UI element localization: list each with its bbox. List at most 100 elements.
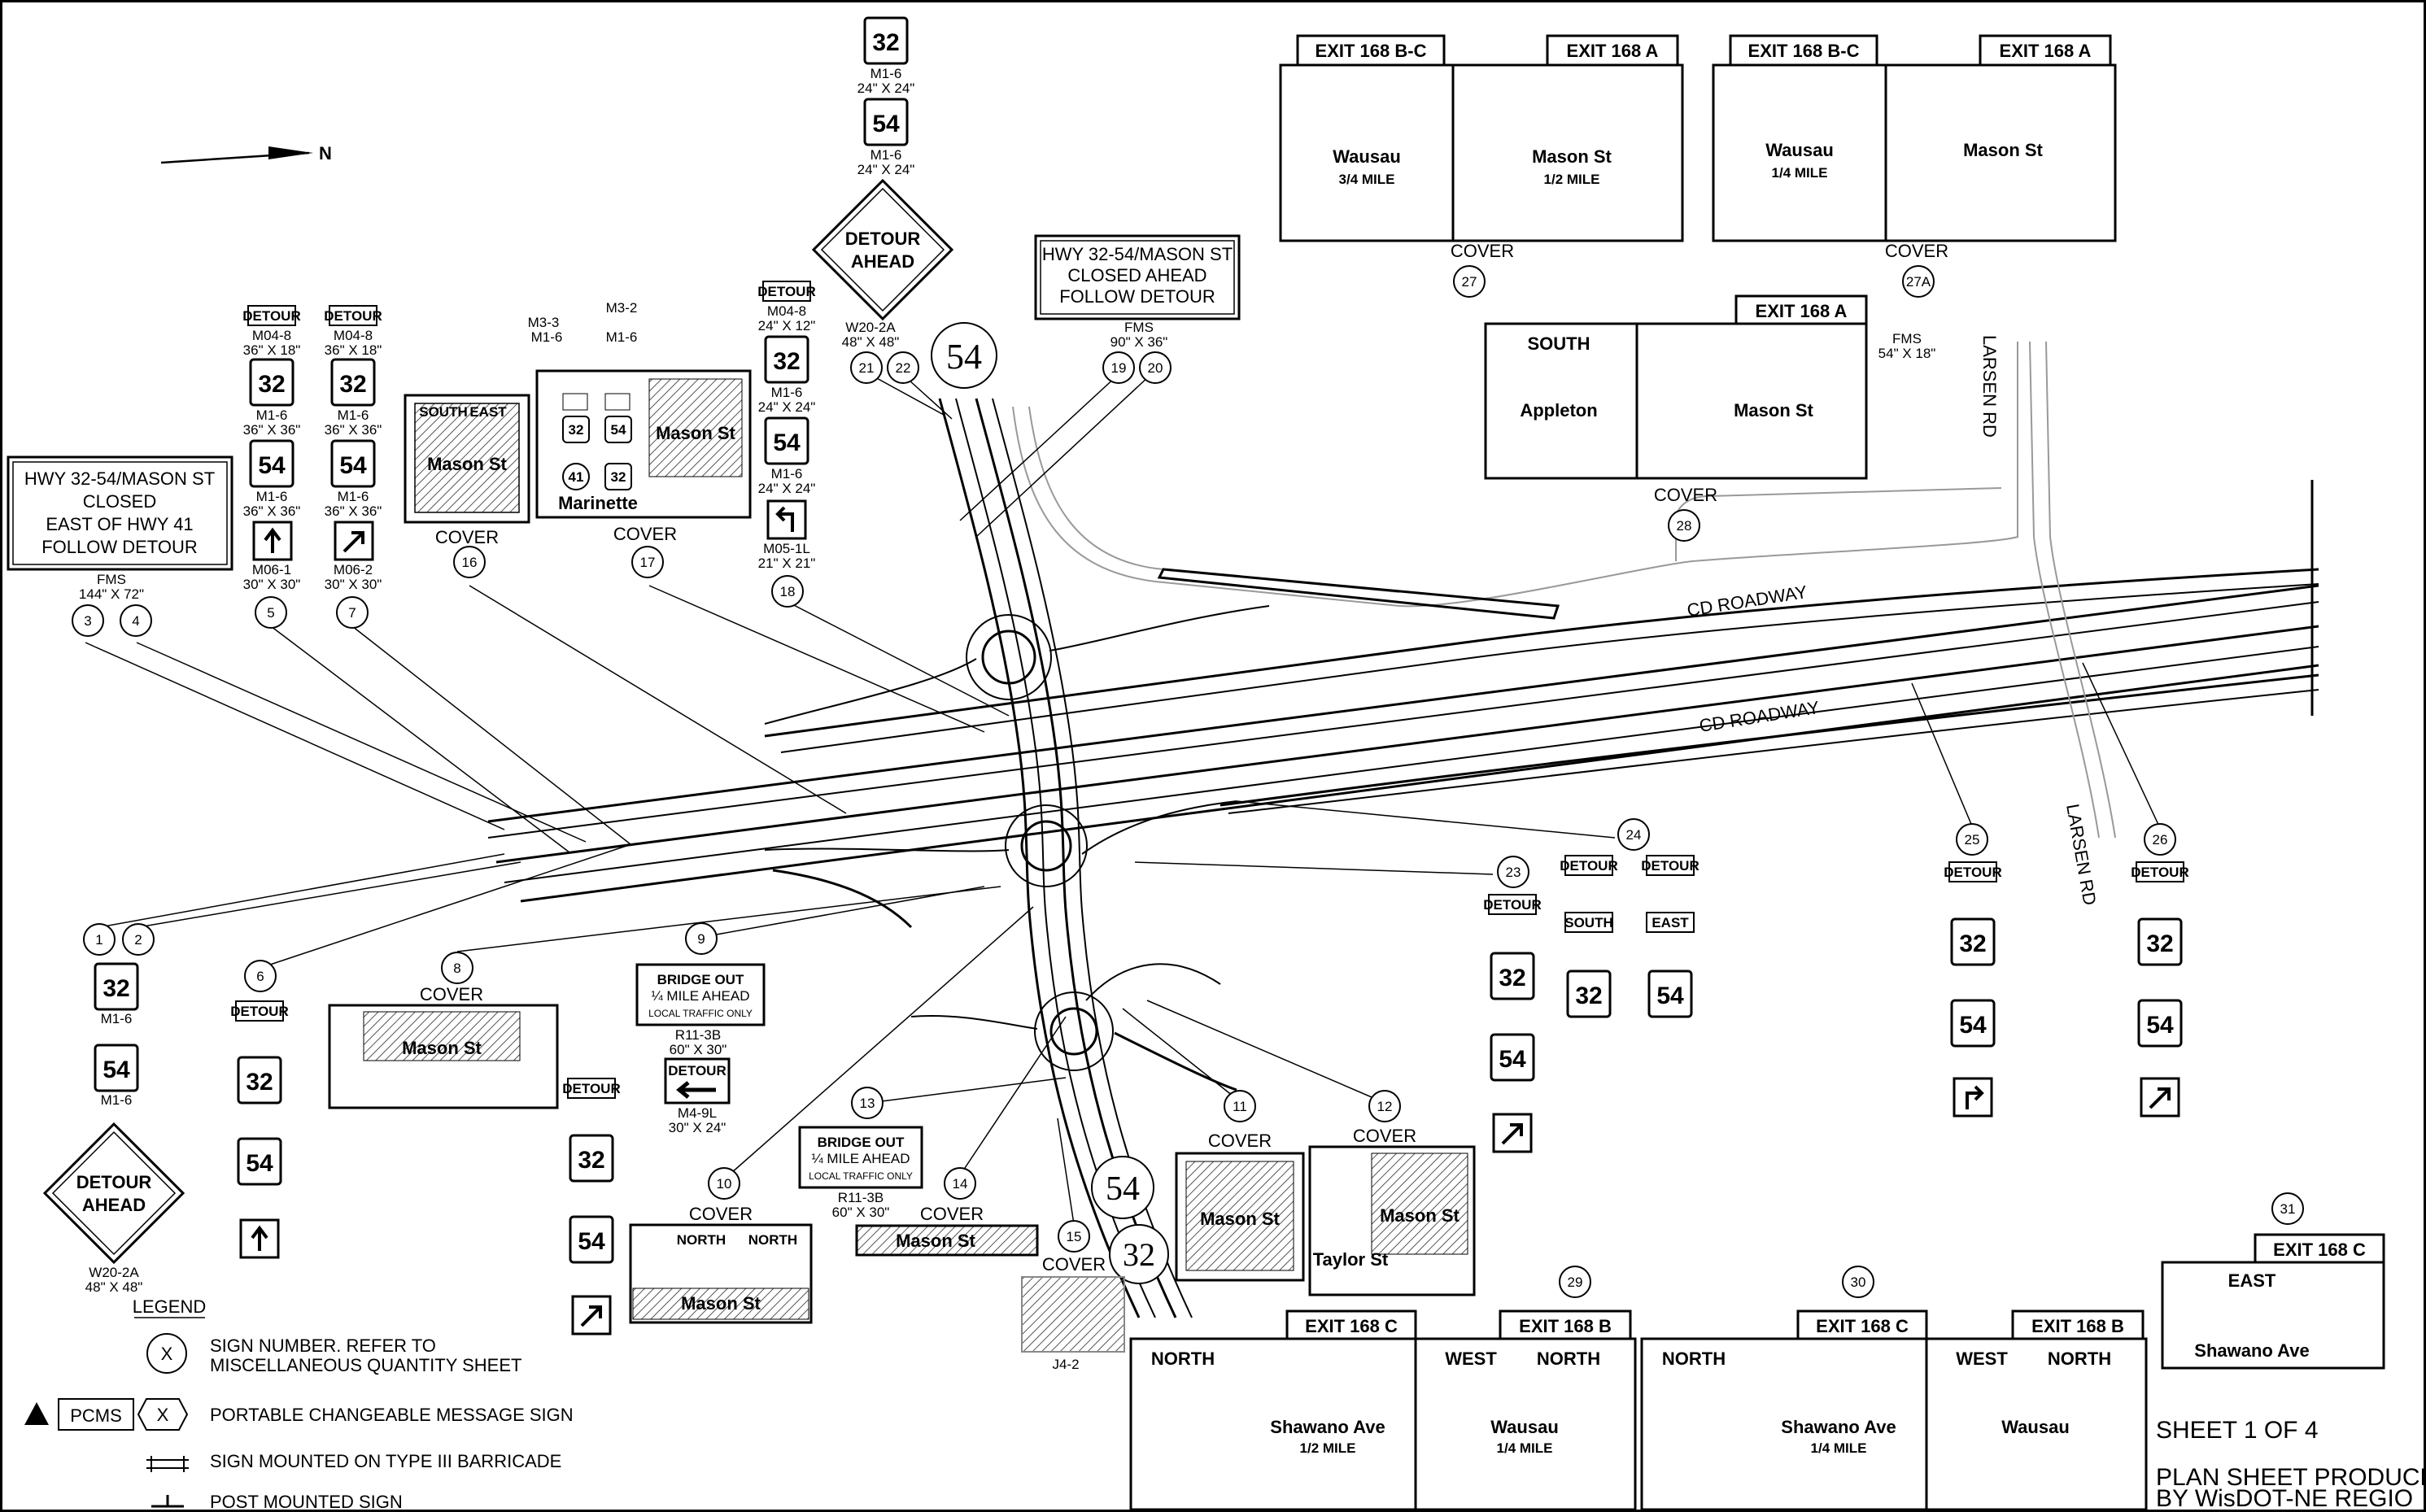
svg-text:Mason St: Mason St (1963, 140, 2043, 160)
guide-sign-27a: EXIT 168 B-C EXIT 168 A Wausau 1/4 MILE … (1712, 34, 2117, 261)
callout-circle-23 (1497, 856, 1529, 888)
svg-text:FMS: FMS (1892, 331, 1922, 346)
callout-circle-4 (120, 604, 152, 637)
svg-text:NORTH: NORTH (1151, 1349, 1215, 1369)
svg-text:NORTH: NORTH (2048, 1349, 2111, 1369)
svg-text:EAST OF HWY 41: EAST OF HWY 41 (46, 514, 193, 534)
cover-sign-14: Mason St COVER (855, 1204, 1039, 1257)
svg-text:54: 54 (103, 1057, 130, 1083)
svg-text:M1-6: M1-6 (101, 1092, 133, 1108)
svg-text:32: 32 (1499, 965, 1525, 991)
svg-text:R11-3B: R11-3B (675, 1027, 721, 1043)
svg-text:BY WisDOT-NE REGIO: BY WisDOT-NE REGIO (2156, 1485, 2413, 1512)
svg-text:M4-9L: M4-9L (678, 1105, 717, 1121)
callout-circle-11 (1224, 1090, 1256, 1122)
svg-text:1/2 MILE: 1/2 MILE (1300, 1440, 1356, 1456)
svg-text:24" X 24": 24" X 24" (857, 81, 915, 96)
cover-sign-8: Mason St COVER (328, 984, 559, 1109)
svg-text:60" X 30": 60" X 30" (832, 1205, 890, 1220)
callout-number-1: 1 (95, 932, 103, 948)
svg-text:¼ MILE AHEAD: ¼ MILE AHEAD (812, 1151, 910, 1166)
svg-text:60" X 30": 60" X 30" (670, 1042, 727, 1057)
svg-text:32: 32 (773, 348, 800, 375)
svg-text:36" X 36": 36" X 36" (325, 422, 382, 438)
svg-text:Mason St: Mason St (656, 423, 735, 443)
callout-number-7: 7 (348, 605, 356, 621)
svg-text:DETOUR: DETOUR (1944, 865, 2001, 880)
svg-text:32: 32 (246, 1069, 273, 1096)
callout-number-22: 22 (896, 360, 911, 376)
svg-text:36" X 18": 36" X 18" (243, 342, 301, 358)
svg-text:M3-2: M3-2 (606, 300, 638, 316)
svg-text:36" X 36": 36" X 36" (243, 503, 301, 519)
svg-text:32: 32 (1959, 930, 1986, 957)
callout-circle-22 (887, 351, 919, 384)
callout-number-19: 19 (1111, 360, 1127, 376)
svg-text:EAST: EAST (469, 404, 507, 420)
callout-circle-5 (255, 596, 287, 629)
sign-column-24: DETOUR DETOUR SOUTH EAST 32 54 (1560, 855, 1700, 1018)
svg-text:COVER: COVER (1042, 1254, 1106, 1275)
svg-text:COVER: COVER (689, 1204, 753, 1224)
svg-text:WEST: WEST (1445, 1349, 1497, 1369)
svg-text:DETOUR: DETOUR (76, 1172, 152, 1192)
sign-column-5: DETOUR M04-8 36" X 18" 32 M1-6 36" X 36"… (242, 305, 301, 592)
svg-text:EAST: EAST (1652, 915, 1689, 930)
svg-text:EXIT 168 B-C: EXIT 168 B-C (1316, 41, 1427, 61)
callout-number-18: 18 (780, 584, 796, 599)
svg-text:FOLLOW DETOUR: FOLLOW DETOUR (41, 537, 198, 557)
callout-circle-26 (2144, 823, 2176, 856)
svg-text:1/2 MILE: 1/2 MILE (1544, 172, 1600, 187)
svg-text:EXIT 168 A: EXIT 168 A (1567, 41, 1659, 61)
svg-text:DETOUR: DETOUR (1641, 858, 1699, 874)
svg-text:CLOSED AHEAD: CLOSED AHEAD (1067, 265, 1206, 285)
svg-text:Appleton: Appleton (1520, 400, 1597, 420)
svg-text:LOCAL TRAFFIC ONLY: LOCAL TRAFFIC ONLY (809, 1170, 913, 1182)
svg-text:COVER: COVER (1353, 1126, 1416, 1146)
svg-text:30" X 24": 30" X 24" (669, 1120, 726, 1135)
svg-text:32: 32 (1575, 983, 1602, 1009)
svg-text:EXIT 168 C: EXIT 168 C (2273, 1240, 2366, 1260)
svg-text:32: 32 (578, 1147, 604, 1174)
roadway-linework (487, 398, 2319, 1318)
svg-text:NORTH: NORTH (1662, 1349, 1726, 1369)
callout-number-3: 3 (84, 613, 91, 629)
svg-text:W20-2A: W20-2A (89, 1265, 139, 1280)
svg-text:M1-6: M1-6 (531, 329, 563, 345)
leader-lines (85, 372, 2161, 1225)
fms-sign-19-20: HWY 32-54/MASON ST CLOSED AHEAD FOLLOW D… (1034, 234, 1241, 350)
svg-text:PLAN SHEET PRODUCE: PLAN SHEET PRODUCE (2156, 1464, 2426, 1491)
svg-text:COVER: COVER (1208, 1131, 1272, 1151)
sign-column-6: DETOUR 32 54 (230, 1000, 289, 1259)
svg-text:Mason St: Mason St (1200, 1209, 1280, 1229)
frontage-roads (1012, 341, 2116, 839)
svg-text:54: 54 (946, 337, 982, 377)
svg-text:54" X 18": 54" X 18" (1878, 346, 1936, 361)
svg-text:PCMS: PCMS (70, 1405, 122, 1426)
svg-text:BRIDGE OUT: BRIDGE OUT (657, 972, 744, 987)
north-arrow: N (160, 143, 332, 164)
callout-circle-29 (1559, 1266, 1591, 1298)
svg-text:Taylor St: Taylor St (1313, 1249, 1389, 1270)
callout-circle-8 (441, 952, 473, 984)
svg-text:54: 54 (1499, 1046, 1526, 1073)
svg-text:36" X 36": 36" X 36" (325, 503, 382, 519)
callout-circle-14 (944, 1167, 976, 1200)
svg-text:54: 54 (872, 111, 900, 137)
svg-text:EXIT 168 B: EXIT 168 B (1519, 1316, 1612, 1336)
callout-circle-13 (851, 1087, 884, 1119)
svg-text:COVER: COVER (1885, 241, 1948, 261)
svg-text:144" X 72": 144" X 72" (79, 586, 144, 602)
svg-text:EXIT 168 C: EXIT 168 C (1305, 1316, 1398, 1336)
svg-text:DETOUR: DETOUR (230, 1004, 288, 1019)
svg-text:SIGN NUMBER. REFER TO: SIGN NUMBER. REFER TO (210, 1336, 436, 1356)
callout-number-23: 23 (1506, 865, 1521, 880)
svg-text:COVER: COVER (613, 524, 677, 544)
callout-number-15: 15 (1067, 1229, 1082, 1244)
svg-text:DETOUR: DETOUR (845, 229, 921, 249)
callout-circle-1 (83, 923, 116, 956)
svg-text:AHEAD: AHEAD (851, 251, 914, 272)
bridge-out-sign-13: BRIDGE OUT ¼ MILE AHEAD LOCAL TRAFFIC ON… (798, 1126, 923, 1220)
callout-circle-27a (1902, 265, 1935, 298)
hwy-54-marker-bottom: 54 (1091, 1156, 1154, 1219)
